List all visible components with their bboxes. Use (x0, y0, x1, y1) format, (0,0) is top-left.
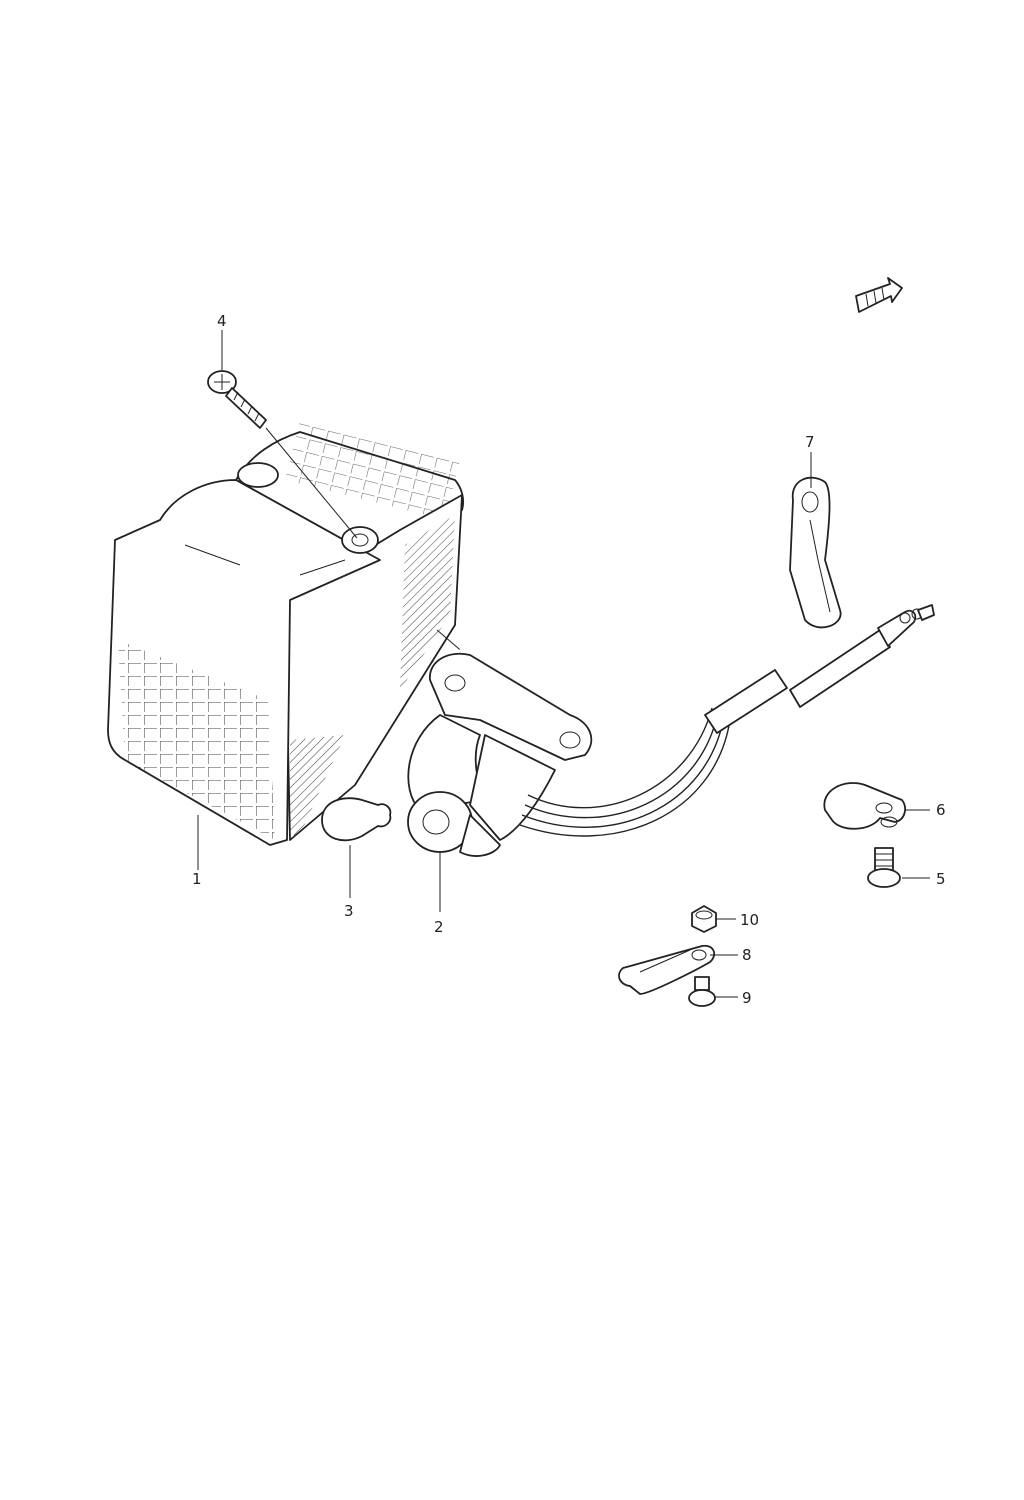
callout-8: 8 (742, 946, 752, 964)
cable-clamp-part-6 (823, 782, 906, 830)
nut-part-10 (691, 905, 717, 933)
callout-2: 2 (434, 918, 444, 936)
screw-part-4 (207, 370, 267, 429)
callout-7: 7 (805, 433, 815, 451)
tail-lamp-lens-part-1 (107, 421, 465, 846)
bolt-part-5 (867, 847, 901, 888)
bulb-part-3 (321, 797, 392, 842)
assembly-line-screw (265, 427, 358, 539)
callout-10: 10 (740, 911, 759, 929)
stay-plate-part-8 (618, 944, 716, 995)
callout-4: 4 (217, 312, 227, 330)
leader-lines (197, 330, 930, 998)
socket-part-2 (407, 652, 593, 857)
clamp-band-part-7 (789, 476, 842, 629)
callout-5: 5 (936, 870, 946, 888)
screw-part-9 (688, 976, 716, 1007)
callout-9: 9 (742, 989, 752, 1007)
direction-arrow-icon (855, 277, 903, 313)
callout-3: 3 (344, 902, 354, 920)
wiring-harness (519, 604, 935, 837)
callout-1: 1 (192, 870, 202, 888)
callout-6: 6 (936, 801, 946, 819)
